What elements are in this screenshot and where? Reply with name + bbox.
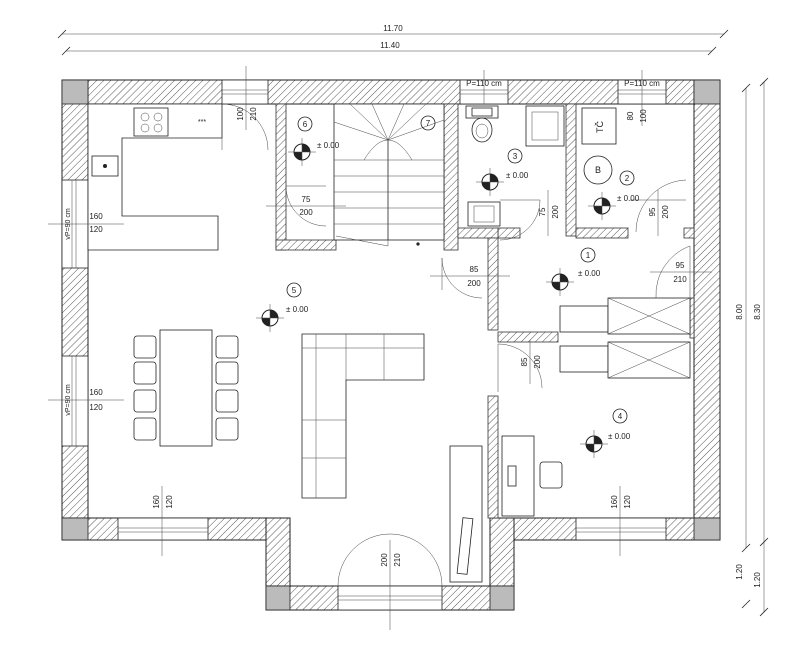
tv-cabinet (449, 445, 483, 583)
kitchen-window-width: 100 (236, 107, 245, 121)
wc-window-height: 100 (639, 109, 648, 123)
left-window-top-sill: vP=90 cm (65, 208, 72, 239)
bottom-right-window-height: 120 (623, 495, 632, 509)
bathroom-fixtures (465, 105, 565, 227)
dimension-bottom-outer-label: 1.20 (753, 572, 762, 588)
entrance-door-width: 200 (380, 553, 389, 567)
interior-walls (275, 103, 695, 519)
hall-wardrobe (559, 297, 691, 379)
right-door-height: 210 (673, 275, 687, 284)
dimension-right-outer-label: 8.30 (753, 304, 762, 320)
tech-door-height: 200 (661, 205, 670, 219)
bottom-left-window-width: 160 (152, 495, 161, 509)
room-level-2: ± 0.00 (617, 194, 640, 203)
stair-door-height: 200 (299, 208, 313, 217)
left-window-top-width: 160 (89, 212, 103, 221)
dimension-top-outer-label: 11.70 (383, 24, 403, 33)
bottom-left-window-height: 120 (165, 495, 174, 509)
corner-sofa (301, 333, 425, 499)
tech-room-equipment: TČ B (581, 107, 617, 185)
kitchen-counter: *** (87, 103, 223, 251)
room-number-1: 1 (586, 251, 591, 260)
tech-door-width: 95 (648, 207, 657, 216)
hall-door-width: 85 (470, 265, 479, 274)
room-number-4: 4 (618, 412, 623, 421)
room-number-6: 6 (303, 120, 308, 129)
bedroom-door-width: 85 (520, 357, 529, 366)
left-window-top-height: 120 (89, 225, 103, 234)
office-desk (501, 435, 563, 517)
stair-door-width: 75 (302, 195, 311, 204)
staircase (333, 103, 445, 247)
boiler-label: B (595, 165, 601, 175)
left-window-bottom-sill: vP=90 cm (65, 384, 72, 415)
dimension-right-inner-label: 8.00 (735, 304, 744, 320)
dimension-top-outer: 11.70 (57, 24, 729, 39)
bedroom-door-height: 200 (533, 355, 542, 369)
level-markers (256, 138, 616, 458)
right-door-width: 95 (676, 261, 685, 270)
room-number-2: 2 (625, 174, 630, 183)
bath-door-height: 200 (551, 205, 560, 219)
heat-pump-label: TČ (595, 121, 605, 133)
room-level-6: ± 0.00 (317, 141, 340, 150)
kitchen-window-height: 210 (249, 107, 258, 121)
dimension-bottom-inner-label: 1.20 (735, 564, 744, 580)
room-labels: 1 ± 0.00 2 ± 0.00 3 ± 0.00 4 ± 0.00 5 ± … (286, 115, 640, 441)
room-level-1: ± 0.00 (578, 269, 601, 278)
room-number-7: 7 (426, 119, 431, 128)
room-level-5: ± 0.00 (286, 305, 309, 314)
room-number-5: 5 (292, 286, 297, 295)
hob-label: *** (198, 119, 206, 126)
entrance-door-height: 210 (393, 553, 402, 567)
dimension-top-inner-label: 11.40 (380, 41, 400, 50)
room-level-3: ± 0.00 (506, 171, 529, 180)
opening-labels: 100 210 P=110 cm P=110 cm 80 100 160 120… (48, 66, 712, 630)
room-number-3: 3 (513, 152, 518, 161)
dimension-right: 8.30 8.00 1.20 1.20 (735, 77, 769, 617)
bath-door-width: 75 (538, 207, 547, 216)
left-window-bottom-width: 160 (89, 388, 103, 397)
hall-door-height: 200 (467, 279, 481, 288)
dimension-top-inner: 11.40 (61, 41, 717, 56)
left-window-bottom-height: 120 (89, 403, 103, 412)
bottom-right-window-width: 160 (610, 495, 619, 509)
room-level-4: ± 0.00 (608, 432, 631, 441)
wc-window-width: 80 (626, 111, 635, 120)
dining-table (133, 329, 239, 447)
